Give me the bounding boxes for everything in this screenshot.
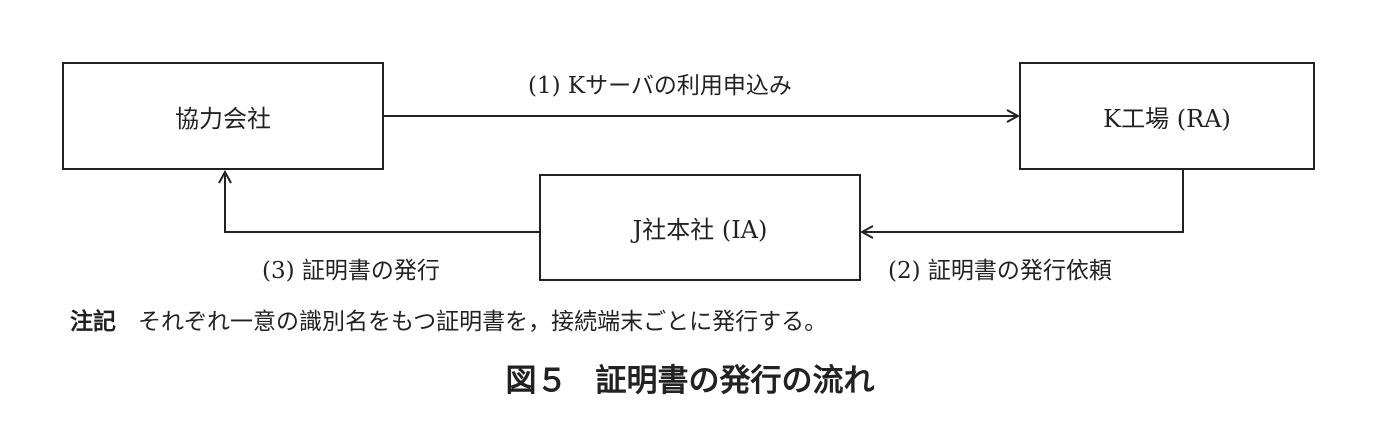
figure-caption: 図５ 証明書の発行の流れ xyxy=(0,355,1380,400)
note-label: 注記 xyxy=(70,309,116,335)
note: 注記それぞれ一意の識別名をもつ証明書を，接続端末ごとに発行する。 xyxy=(70,302,827,336)
node-partner-label: 協力会社 xyxy=(175,104,271,133)
node-factory-label: K工場 (RA) xyxy=(1103,104,1231,133)
node-hq-label: J社本社 (IA) xyxy=(632,216,768,244)
step2-label: (2) 証明書の発行依頼 xyxy=(888,258,1112,284)
step1-label: (1) Kサーバの利用申込み xyxy=(528,73,792,99)
node-hq: J社本社 (IA) xyxy=(539,174,861,281)
note-text: それぞれ一意の識別名をもつ証明書を，接続端末ごとに発行する。 xyxy=(138,309,828,335)
node-factory: K工場 (RA) xyxy=(1019,62,1315,170)
figure-title: 証明書の発行の流れ xyxy=(595,363,875,399)
arrow-step3 xyxy=(225,172,540,233)
arrow-step2 xyxy=(862,170,1184,232)
figure-number: 図５ xyxy=(505,363,568,399)
step3-label: (3) 証明書の発行 xyxy=(262,258,440,284)
node-partner: 協力会社 xyxy=(62,62,384,170)
